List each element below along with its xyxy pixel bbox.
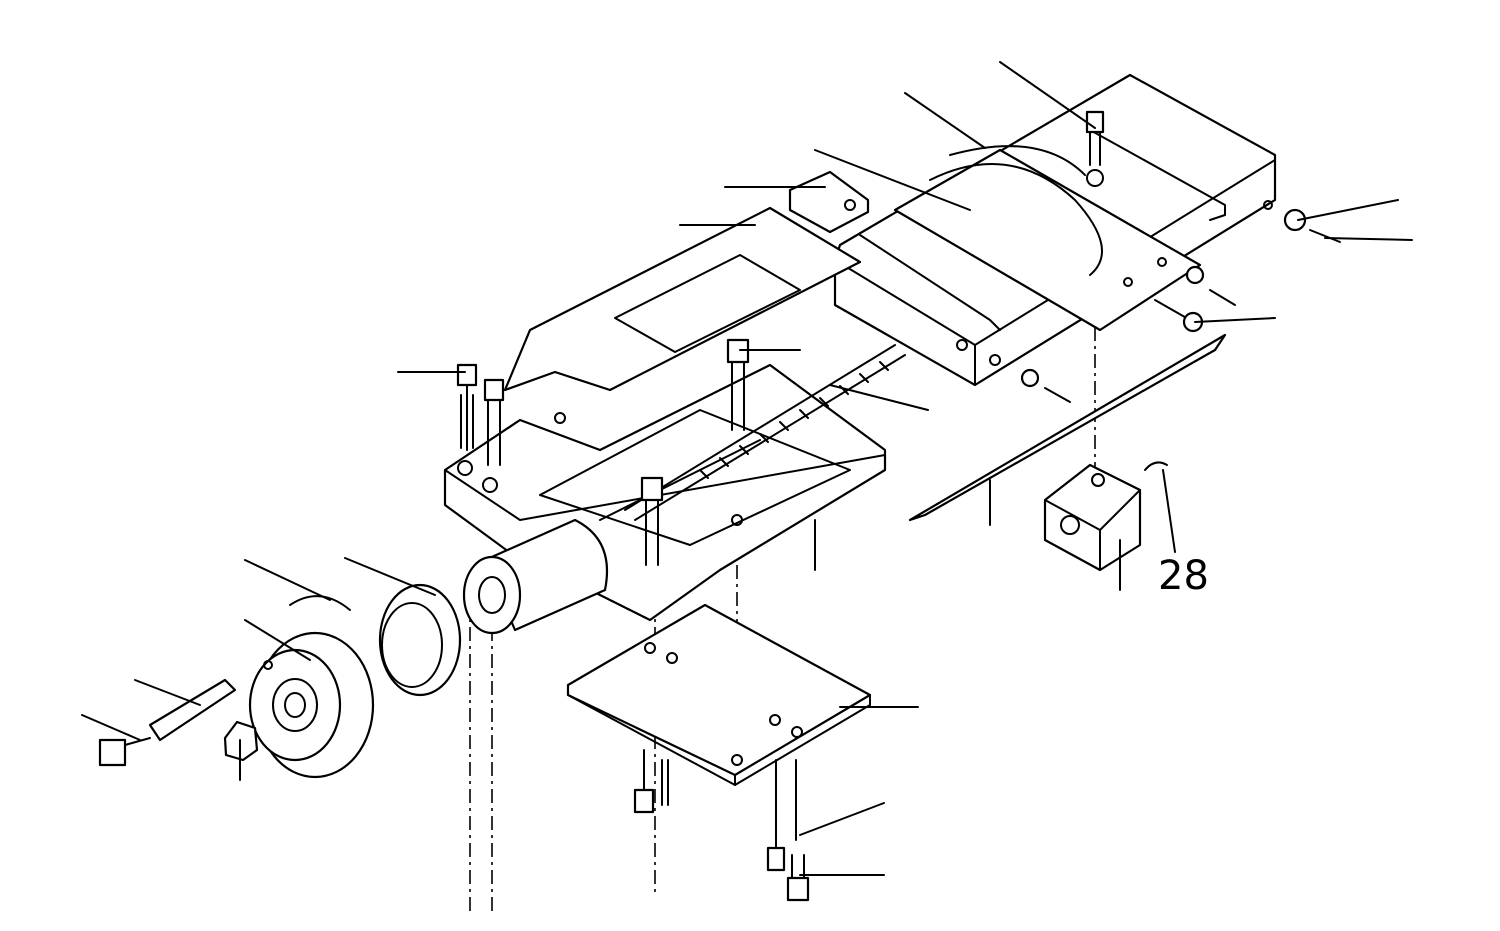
- saddle-block: [833, 73, 1277, 387]
- cap-screws: [456, 110, 1341, 566]
- cylinder-boss: [462, 518, 609, 635]
- leader-lines: [81, 61, 1413, 876]
- nut-block: [1043, 461, 1168, 572]
- cover-plate: [503, 206, 862, 392]
- clamp-block: [788, 170, 870, 234]
- gib-strip: [908, 333, 1227, 522]
- callout-label-28: 28: [1158, 553, 1209, 599]
- handwheel-assembly: [98, 583, 462, 779]
- base-plate: [566, 603, 872, 902]
- lead-screw: [624, 344, 906, 521]
